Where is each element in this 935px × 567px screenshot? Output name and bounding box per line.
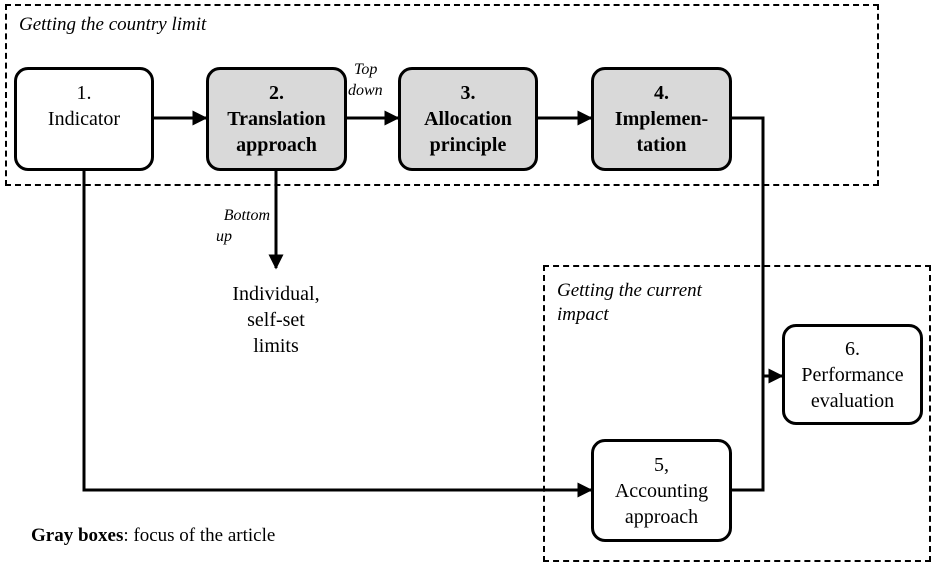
outcome-individual-limits: Individual, self-set limits (232, 283, 320, 357)
region-country-limit-title: Getting the country limit (19, 14, 207, 35)
region-current-impact-title: Getting the current impact (557, 280, 702, 325)
edge-label-bottom-up: Bottom up (216, 207, 270, 245)
region-current-impact (543, 265, 931, 562)
legend-bold: Gray boxes (31, 525, 124, 546)
legend-text: : focus of the article (123, 525, 276, 546)
box-performance-evaluation: 6. Performance evaluation (782, 324, 923, 425)
box-implementation: 4. Implemen- tation (591, 67, 732, 171)
box-translation-approach: 2. Translation approach (206, 67, 347, 171)
arrow-implementation-to-performance (731, 116, 784, 384)
region-country-limit (5, 4, 879, 186)
arrow-indicator-to-accounting (82, 170, 593, 498)
box-accounting-approach: 5, Accounting approach (591, 439, 732, 542)
line-accounting-to-performance (731, 376, 765, 492)
box-allocation-principle: 3. Allocation principle (398, 67, 538, 171)
legend: Gray boxes: focus of the article (31, 525, 275, 547)
edge-label-top-down: Top down (348, 61, 383, 99)
box-indicator: 1. Indicator (14, 67, 154, 171)
